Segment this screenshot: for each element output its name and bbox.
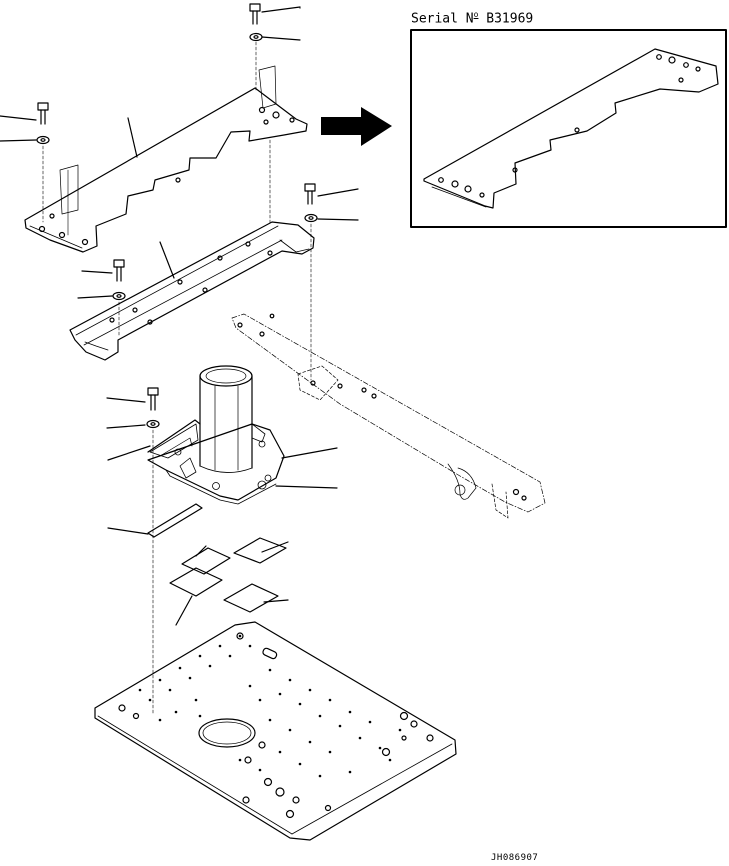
serial-number-label: Serial No B31969: [411, 10, 533, 26]
bolt-left: [0, 102, 79, 236]
serial-number: B31969: [486, 11, 534, 27]
shim-strip: [107, 503, 203, 538]
serial-prefix: Serial N: [411, 11, 474, 27]
arrow-icon: [321, 107, 392, 146]
inset-cover-plate: [423, 48, 719, 209]
mounting-bracket: [69, 221, 315, 361]
bolt-top-right: [249, 3, 301, 226]
upper-cover-plate: [24, 87, 308, 253]
serial-inset: [410, 29, 727, 228]
drawing-number: JH086907: [491, 853, 539, 863]
bolt-lower: [106, 387, 160, 716]
serial-superscript: o: [473, 10, 479, 19]
hose-route: [231, 313, 546, 519]
shim-pads: [169, 537, 289, 626]
floor-plate: [94, 621, 457, 841]
swivel-housing: [107, 365, 338, 505]
bolt-mid-right: [304, 183, 359, 381]
bolt-mid-left: [77, 259, 126, 337]
